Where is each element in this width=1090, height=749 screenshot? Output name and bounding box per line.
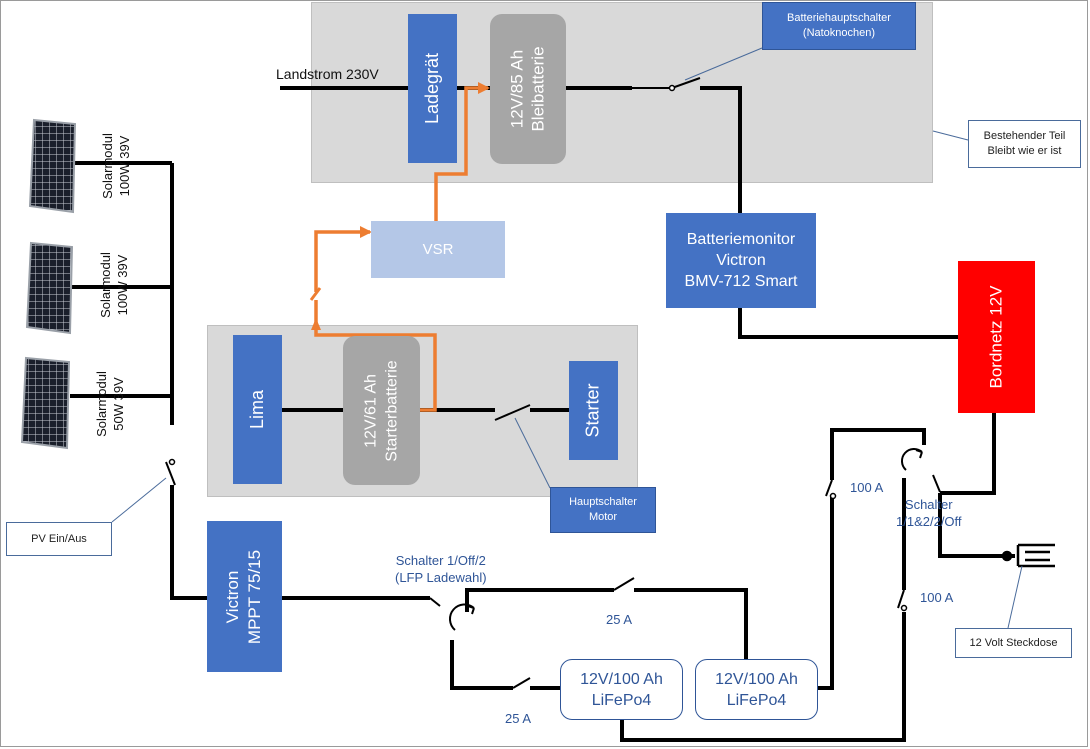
switch-icon: [825, 479, 833, 497]
wire-lfp-bottom-a: [450, 640, 513, 690]
hauptschalter-motor-label: Hauptschalter Motor: [569, 496, 637, 523]
batteriemonitor-box: Batteriemonitor Victron BMV-712 Smart: [666, 213, 816, 308]
switch-icon: [429, 597, 441, 607]
solar-panel-icon: [20, 356, 71, 450]
bestehender-teil-callout: Bestehender Teil Bleibt wie er ist: [968, 120, 1081, 168]
wire-bmv-bordnetz: [738, 308, 958, 339]
ladegeraet-box: Ladegrät: [408, 14, 457, 163]
fuse-25a-top-label: 25 A: [606, 612, 633, 627]
socket-icon: [1001, 543, 1055, 568]
switch-icon: [512, 677, 531, 689]
starter-label: Starter: [583, 383, 603, 438]
ladegeraet-label: Ladegrät: [422, 52, 442, 125]
hauptschalter-motor-callout: Hauptschalter Motor: [550, 487, 656, 533]
solar3-label-wrap: Solarmodul 50W 39V: [70, 364, 150, 444]
batteriehauptschalter-label: Batteriehauptschalter (Natoknochen): [787, 12, 891, 39]
wire-lfp1-return: [620, 612, 906, 742]
starter-box: Starter: [569, 361, 618, 460]
vsr-label: VSR: [422, 241, 454, 258]
switch-icon: [897, 589, 905, 609]
fuse-25a-bottom-label: 25 A: [505, 711, 532, 726]
solar2-label-wrap: Solarmodul 100W 39V: [74, 245, 154, 325]
starterbatterie-label: 12V/61 Ah Starterbatterie: [362, 359, 401, 462]
switch-icon: [494, 404, 531, 421]
lfp1-box: 12V/100 Ah LiFePo4: [560, 659, 683, 720]
landstrom-label: Landstrom 230V: [276, 66, 379, 82]
solar1-label: Solarmodul 100W 39V: [99, 133, 132, 199]
bleibatterie-box: 12V/85 Ah Bleibatterie: [490, 14, 566, 164]
batteriehauptschalter-callout: Batteriehauptschalter (Natoknochen): [762, 2, 916, 50]
switch-icon: [632, 77, 701, 89]
wire-pv-out: [170, 485, 207, 600]
schalter-main-label: Schalter 1/1&2/2/Off: [896, 497, 962, 529]
switch-icon: [613, 577, 635, 591]
lfp2-box: 12V/100 Ah LiFePo4: [695, 659, 818, 720]
lfp2-label: 12V/100 Ah LiFePo4: [715, 670, 798, 709]
fuse-100a-bottom-label: 100 A: [920, 590, 954, 605]
steckdose-label: 12 Volt Steckdose: [969, 636, 1058, 649]
pv-ein-aus-callout: PV Ein/Aus: [6, 522, 112, 556]
bestehender-teil-label: Bestehender Teil Bleibt wie er ist: [983, 130, 1066, 157]
bleibatterie-label: 12V/85 Ah Bleibatterie: [508, 46, 548, 132]
rotary-switch-icon: [448, 447, 941, 631]
wire-lfp-top-a: [465, 588, 614, 612]
solar-panel-icon: [25, 241, 74, 335]
bordnetz-box: Bordnetz 12V: [958, 261, 1035, 413]
wire-lfp-top-b: [634, 588, 748, 660]
charge-path-bleibat: [434, 86, 488, 222]
switch-icon: [165, 461, 176, 486]
lfp1-label: 12V/100 Ah LiFePo4: [580, 670, 663, 709]
bordnetz-label: Bordnetz 12V: [986, 285, 1006, 389]
schalter-lfp-label: Schalter 1/Off/2 (LFP Ladewahl): [395, 553, 487, 585]
solar-panel-icon: [28, 118, 77, 214]
pv-ein-aus-label: PV Ein/Aus: [31, 532, 87, 545]
wire-lfp2-out: [818, 496, 834, 690]
charge-path-vsr-top: [314, 230, 370, 292]
solar3-label: Solarmodul 50W 39V: [93, 371, 126, 437]
lima-label: Lima: [246, 389, 267, 430]
solar2-label: Solarmodul 100W 39V: [97, 252, 130, 318]
wire-main-bordnetz: [940, 413, 996, 495]
wire-100a-top-up: [830, 428, 926, 480]
steckdose-callout: 12 Volt Steckdose: [955, 628, 1072, 658]
lima-box: Lima: [233, 335, 282, 484]
wire-switch-out: [700, 86, 742, 213]
fuse-100a-top-label: 100 A: [850, 480, 884, 495]
batteriemonitor-label: Batteriemonitor Victron BMV-712 Smart: [684, 231, 798, 290]
switch-icon: [309, 287, 322, 301]
mppt-label: Victron MPPT 75/15: [223, 549, 265, 644]
vsr-box: VSR: [371, 221, 505, 278]
mppt-box: Victron MPPT 75/15: [207, 521, 282, 672]
solar1-label-wrap: Solarmodul 100W 39V: [76, 126, 156, 206]
wire-socket: [938, 493, 1015, 558]
starterbatterie-box: 12V/61 Ah Starterbatterie: [343, 336, 420, 485]
